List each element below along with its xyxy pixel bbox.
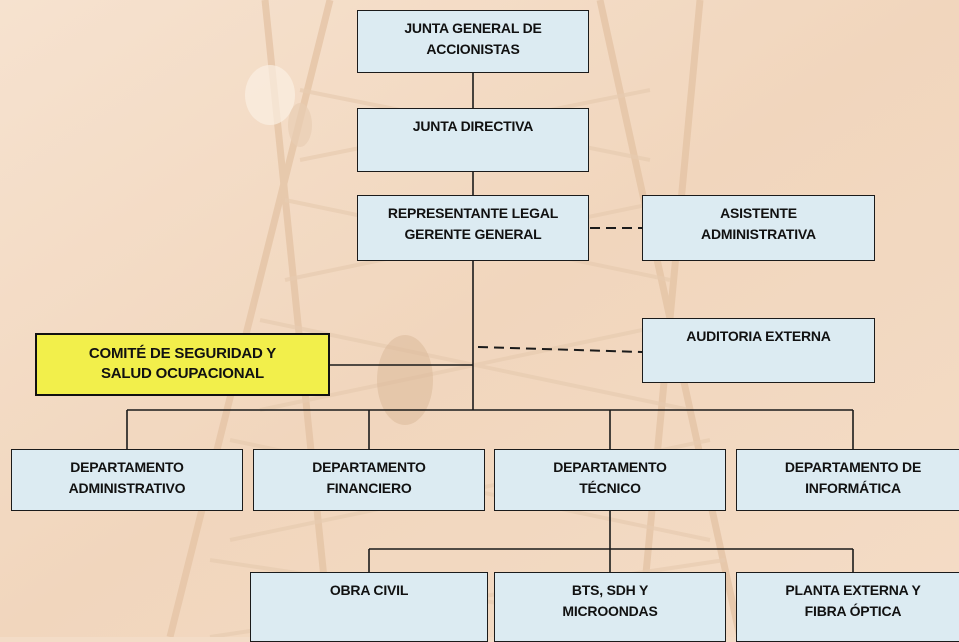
node-departamento-tecnico: DEPARTAMENTO TÉCNICO bbox=[494, 449, 726, 511]
node-departamento-financiero: DEPARTAMENTO FINANCIERO bbox=[253, 449, 485, 511]
node-auditoria-externa: AUDITORIA EXTERNA bbox=[642, 318, 875, 383]
node-obra-civil: OBRA CIVIL bbox=[250, 572, 488, 642]
node-gerente-general: REPRESENTANTE LEGAL GERENTE GENERAL bbox=[357, 195, 589, 261]
dashed-connector-auditoria bbox=[477, 346, 643, 353]
node-departamento-informatica: DEPARTAMENTO DE INFORMÁTICA bbox=[736, 449, 959, 511]
node-label-line: BTS, SDH Y bbox=[571, 582, 649, 598]
node-label-line: TÉCNICO bbox=[579, 480, 641, 496]
node-label-line: PLANTA EXTERNA Y bbox=[785, 582, 921, 598]
node-junta-directiva: JUNTA DIRECTIVA bbox=[357, 108, 589, 172]
node-bts-sdh-microondas: BTS, SDH Y MICROONDAS bbox=[494, 572, 726, 642]
node-asistente-administrativa: ASISTENTE ADMINISTRATIVA bbox=[642, 195, 875, 261]
node-comite-seguridad: COMITÉ DE SEGURIDAD Y SALUD OCUPACIONAL bbox=[35, 333, 330, 396]
node-label-line: ADMINISTRATIVA bbox=[701, 226, 816, 242]
node-label-line: ACCIONISTAS bbox=[426, 41, 520, 57]
node-junta-general-accionistas: JUNTA GENERAL DE ACCIONISTAS bbox=[357, 10, 589, 73]
node-label-line: COMITÉ DE SEGURIDAD Y bbox=[88, 345, 277, 362]
node-label-line: FIBRA ÓPTICA bbox=[804, 603, 902, 619]
node-label-line: MICROONDAS bbox=[562, 603, 658, 619]
node-label-line: DEPARTAMENTO bbox=[312, 459, 426, 475]
node-departamento-administrativo: DEPARTAMENTO ADMINISTRATIVO bbox=[11, 449, 243, 511]
node-planta-externa-fibra-optica: PLANTA EXTERNA Y FIBRA ÓPTICA bbox=[736, 572, 959, 642]
node-label-line: SALUD OCUPACIONAL bbox=[101, 365, 264, 382]
node-label-line: FINANCIERO bbox=[326, 480, 412, 496]
node-label-line: INFORMÁTICA bbox=[805, 480, 901, 496]
node-label-line: JUNTA GENERAL DE bbox=[404, 20, 542, 36]
node-label-line: DEPARTAMENTO bbox=[70, 459, 184, 475]
node-label-line: AUDITORIA EXTERNA bbox=[686, 328, 831, 344]
node-label-line: ASISTENTE bbox=[720, 205, 797, 221]
node-label-line: GERENTE GENERAL bbox=[404, 226, 542, 242]
node-label-line: OBRA CIVIL bbox=[329, 582, 409, 598]
node-label-line: DEPARTAMENTO DE bbox=[784, 459, 922, 475]
node-label-line: REPRESENTANTE LEGAL bbox=[387, 205, 559, 221]
node-label-line: JUNTA DIRECTIVA bbox=[412, 118, 534, 134]
node-label-line: ADMINISTRATIVO bbox=[68, 480, 186, 496]
node-label-line: DEPARTAMENTO bbox=[553, 459, 667, 475]
